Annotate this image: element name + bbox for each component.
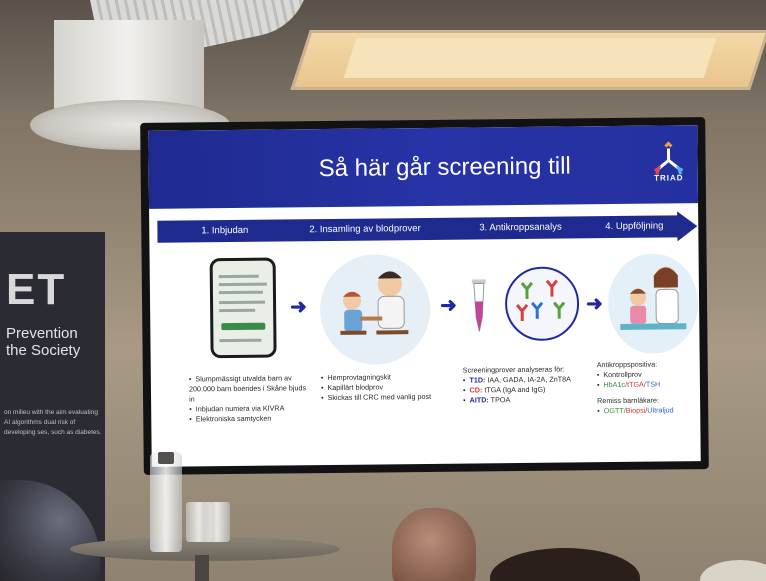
step-1-bullets: Slumpmässigt utvalda barn av 200.000 bar… xyxy=(189,373,310,424)
banner-line-1: Prevention xyxy=(6,325,78,342)
glass-bottle xyxy=(150,452,182,552)
skylight-light xyxy=(343,38,717,78)
triad-logo-text: TRIAD xyxy=(653,173,684,183)
step-4-text: Antikroppspositiva: Kontrollprov HbA1c/t… xyxy=(597,359,698,416)
presentation-slide: Så här går screening till TRIAD 1. Inbju… xyxy=(148,125,701,467)
ogtt-text: OGTT/ xyxy=(603,405,626,416)
triad-logo-icon xyxy=(654,141,684,176)
aitd-label: AITD: xyxy=(469,395,489,405)
t1d-text: IAA, GADA, IA-2A, ZnT8A xyxy=(485,374,571,385)
step-3-text: Screeningprover analyseras för: T1D: IAA… xyxy=(463,364,603,405)
audience-head xyxy=(490,548,640,581)
ttga-text: tTGA/ xyxy=(626,379,646,389)
phone-text-line xyxy=(218,290,263,295)
step-2-bullets: Hemprovtagningskit Kapillärt blodprov Sk… xyxy=(321,372,433,403)
tests-item: HbA1c/tTGA/TSH xyxy=(597,379,697,390)
parent-child-blood-sample-illustration xyxy=(319,253,431,366)
step-2-label: 2. Insamling av blodprover xyxy=(309,223,421,236)
tsh-text: TSH xyxy=(645,379,661,389)
cd-label: CD: xyxy=(469,385,483,395)
phone-text-line xyxy=(218,282,267,287)
phone-illustration xyxy=(209,257,277,359)
biopsi-text: Biopsi/ xyxy=(625,405,648,415)
ultraljud-text: Ultraljud xyxy=(647,405,674,415)
audience-head xyxy=(392,508,476,581)
phone-text-line xyxy=(218,274,259,279)
audience-head xyxy=(700,560,766,581)
referral-tests-item: OGTT/Biopsi/Ultraljud xyxy=(597,405,697,416)
table-stem xyxy=(195,555,209,581)
t1d-label: T1D: xyxy=(469,375,486,385)
bottle-cap xyxy=(158,452,174,464)
cd-text: tTGA (IgA and IgG) xyxy=(482,384,546,395)
step-3-label: 3. Antikroppsanalys xyxy=(479,221,562,234)
aitd-item: AITD: TPOA xyxy=(463,394,603,405)
phone-text-line xyxy=(219,300,266,305)
process-arrow-band xyxy=(157,211,698,243)
hba1c-text: HbA1c/ xyxy=(603,379,628,390)
banner-line-2: the Society xyxy=(6,342,81,359)
phone-button xyxy=(221,322,266,331)
arrow-right-icon: ➜ xyxy=(289,296,307,319)
aitd-text: TPOA xyxy=(488,395,511,405)
tv-display: Så här går screening till TRIAD 1. Inbju… xyxy=(140,117,709,475)
step-1-label: 1. Inbjudan xyxy=(201,224,249,237)
doctor-child-illustration xyxy=(607,253,699,355)
bullet-item: Slumpmässigt utvalda barn av 200.000 bar… xyxy=(189,373,309,404)
bullet-item: Elektroniska samtycken xyxy=(189,413,309,424)
slide-title: Så här går screening till xyxy=(318,152,571,183)
banner-small-text: on milieu with the aim evaluating AI alg… xyxy=(4,409,102,436)
arrow-right-icon: ➜ xyxy=(439,294,457,317)
step-4-label: 4. Uppföljning xyxy=(605,220,664,233)
test-tube-icon xyxy=(471,279,486,332)
antibodies-icon xyxy=(504,266,580,342)
arrow-right-icon: ➜ xyxy=(585,293,603,316)
bullet-item: Skickas till CRC med vanlig post xyxy=(321,392,433,403)
phone-text-line xyxy=(219,338,262,343)
drinking-glass xyxy=(204,502,230,542)
banner-heading: ET xyxy=(6,265,67,314)
phone-text-line xyxy=(219,308,256,313)
